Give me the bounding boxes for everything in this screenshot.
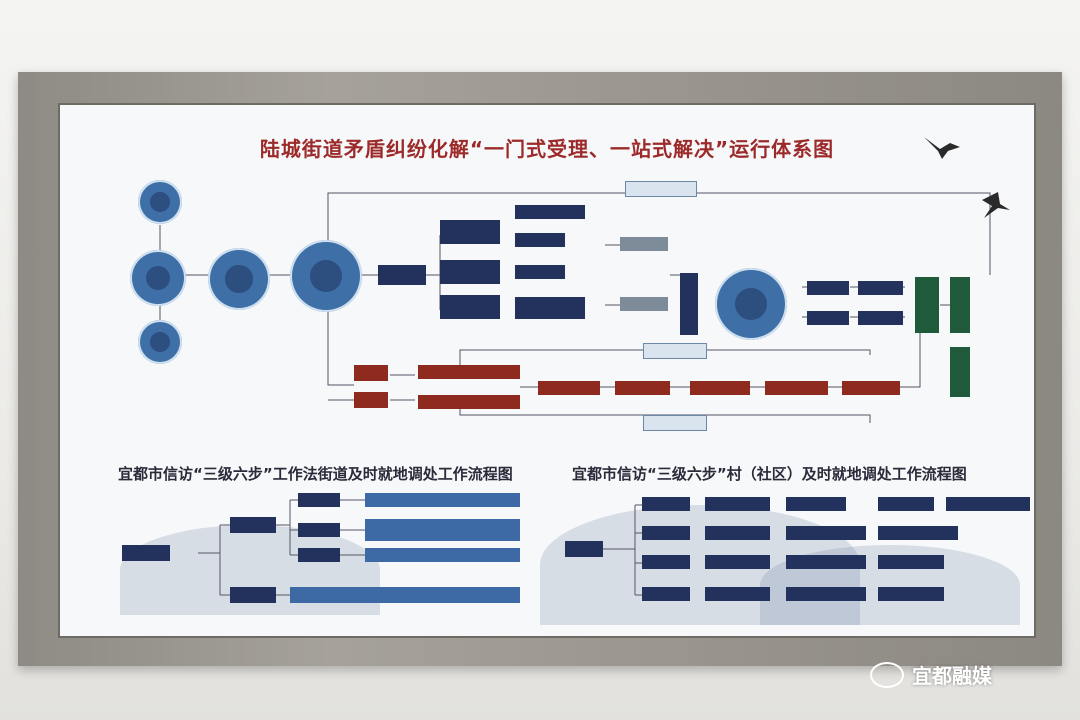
hub-circle (290, 240, 362, 312)
flow-box (765, 381, 828, 395)
flow-box (786, 587, 866, 601)
hub-circle (138, 180, 182, 224)
flow-box (807, 311, 849, 325)
flow-box (354, 365, 388, 381)
flow-box (705, 526, 770, 540)
hub-circle (715, 268, 787, 340)
flow-box (786, 555, 866, 569)
flow-box (643, 343, 707, 359)
flow-box (642, 526, 690, 540)
flow-box (354, 392, 388, 408)
flow-box (365, 493, 520, 507)
flow-box (538, 381, 600, 395)
hub-circle (130, 250, 186, 306)
flow-box (515, 265, 565, 279)
flow-box (950, 277, 970, 333)
swallow-bird-icon (982, 192, 1010, 218)
hub-circle (208, 248, 270, 310)
flow-box (122, 545, 170, 561)
flow-box (878, 587, 944, 601)
flow-box (298, 493, 340, 507)
flow-box (298, 523, 340, 537)
flow-box (705, 497, 770, 511)
flow-box (440, 295, 500, 319)
flow-box (642, 587, 690, 601)
flow-box (950, 347, 970, 397)
flow-box (290, 587, 520, 603)
flow-box (705, 587, 770, 601)
flow-box (418, 395, 520, 409)
flow-box (365, 519, 520, 541)
flow-box (642, 497, 690, 511)
flow-box (620, 237, 668, 251)
flow-box (620, 297, 668, 311)
flow-box (298, 548, 340, 562)
watermark-text: 宜都融媒 (912, 664, 992, 688)
watermark: 宜都融媒 (870, 660, 992, 689)
flow-box (230, 517, 276, 533)
flow-box (858, 311, 903, 325)
main-title: 陆城街道矛盾纠纷化解“一门式受理、一站式解决”运行体系图 (259, 137, 835, 161)
flow-box (365, 548, 520, 562)
flow-box (786, 526, 866, 540)
flow-box (615, 381, 670, 395)
flow-box (807, 281, 849, 295)
flow-box (378, 265, 426, 285)
flow-box (878, 555, 944, 569)
swallow-bird-icon (924, 137, 960, 159)
flow-box (786, 497, 846, 511)
left-flowchart-title: 宜都市信访“三级六步”工作法街道及时就地调处工作流程图 (118, 465, 513, 483)
flow-box (418, 365, 520, 379)
flowchart-board: 陆城街道矛盾纠纷化解“一门式受理、一站式解决”运行体系图 (58, 103, 1036, 638)
flow-box (642, 555, 690, 569)
flow-box (858, 281, 903, 295)
flow-box (842, 381, 900, 395)
flow-box (565, 541, 603, 557)
flow-box (440, 260, 500, 284)
flow-box (946, 497, 1030, 511)
flow-box (440, 220, 500, 244)
flow-box (915, 277, 939, 333)
flow-box (690, 381, 750, 395)
flow-box (878, 526, 958, 540)
flow-box (515, 297, 585, 319)
media-logo-icon (870, 661, 904, 688)
flow-box (515, 233, 565, 247)
flow-box (230, 587, 276, 603)
right-flowchart-title: 宜都市信访“三级六步”村（社区）及时就地调处工作流程图 (572, 465, 967, 483)
flow-box (878, 497, 934, 511)
hub-circle (138, 320, 182, 364)
flow-box (680, 273, 698, 335)
flow-box (643, 415, 707, 431)
flow-box (625, 181, 697, 197)
flow-box (705, 555, 770, 569)
flow-box (515, 205, 585, 219)
